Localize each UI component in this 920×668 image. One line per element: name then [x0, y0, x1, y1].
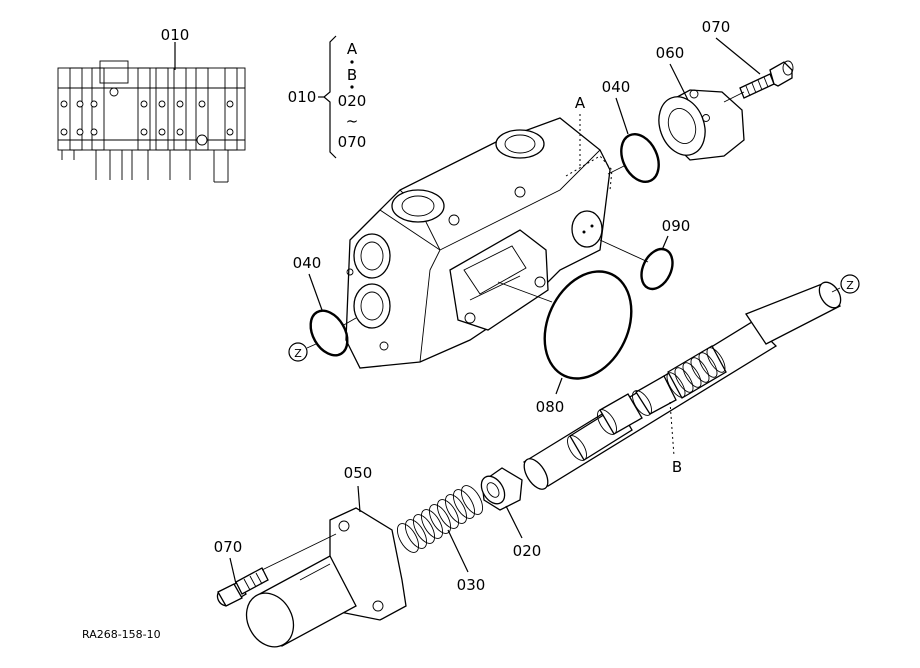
o-ring-090: [640, 247, 674, 291]
bracket-item-b: B: [347, 66, 357, 84]
label-020: 020: [513, 542, 542, 560]
ref-z-right-label: Z: [846, 279, 854, 292]
bolt-070-top: [739, 60, 794, 99]
label-010: 010: [161, 26, 190, 44]
label-070-top: 070: [702, 18, 731, 36]
valve-assembly-thumbnail: [57, 42, 246, 183]
label-080: 080: [536, 398, 565, 416]
spring-cover-050: [245, 507, 407, 648]
cap-060: [658, 89, 745, 161]
label-060: 060: [656, 44, 685, 62]
kit-bracket: [318, 35, 354, 159]
bolt-070-bottom: [216, 567, 269, 607]
ref-z-left-label: Z: [294, 347, 302, 360]
spring-seat-020: [480, 467, 523, 511]
label-040-left: 040: [293, 254, 322, 272]
ref-a-label: A: [575, 94, 586, 112]
ref-b-label: B: [672, 458, 682, 476]
bracket-item-a: A: [347, 40, 358, 58]
label-070-bottom: 070: [214, 538, 243, 556]
label-040-top: 040: [602, 78, 631, 96]
o-ring-040-top: [620, 133, 660, 183]
bracket-item-020: 020: [338, 92, 367, 110]
spool-shaft: [522, 281, 842, 490]
label-090: 090: [662, 217, 691, 235]
label-030: 030: [457, 576, 486, 594]
bracket-label: 010: [288, 88, 317, 106]
o-ring-080: [543, 270, 633, 380]
valve-body: [345, 117, 613, 369]
bracket-item-070: 070: [338, 133, 367, 151]
drawing-code: RA268-158-10: [82, 628, 161, 641]
label-050: 050: [344, 464, 373, 482]
spring-030: [396, 485, 484, 553]
bracket-item-tilde: ~: [346, 112, 359, 130]
